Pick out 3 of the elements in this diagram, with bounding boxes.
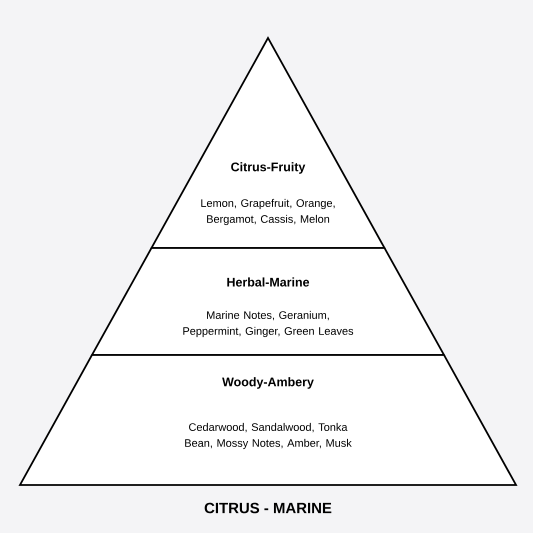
pyramid-tier: Woody-Ambery Cedarwood, Sandalwood, Tonka Bean, Mossy Notes, Amber, Musk — [18, 354, 518, 486]
title: CITRUS - MARINE — [204, 502, 332, 514]
pyramid-tier: Herbal-Marine Marine Notes, Geranium, Peppermint, Ginger, Green Leaves — [90, 247, 446, 356]
